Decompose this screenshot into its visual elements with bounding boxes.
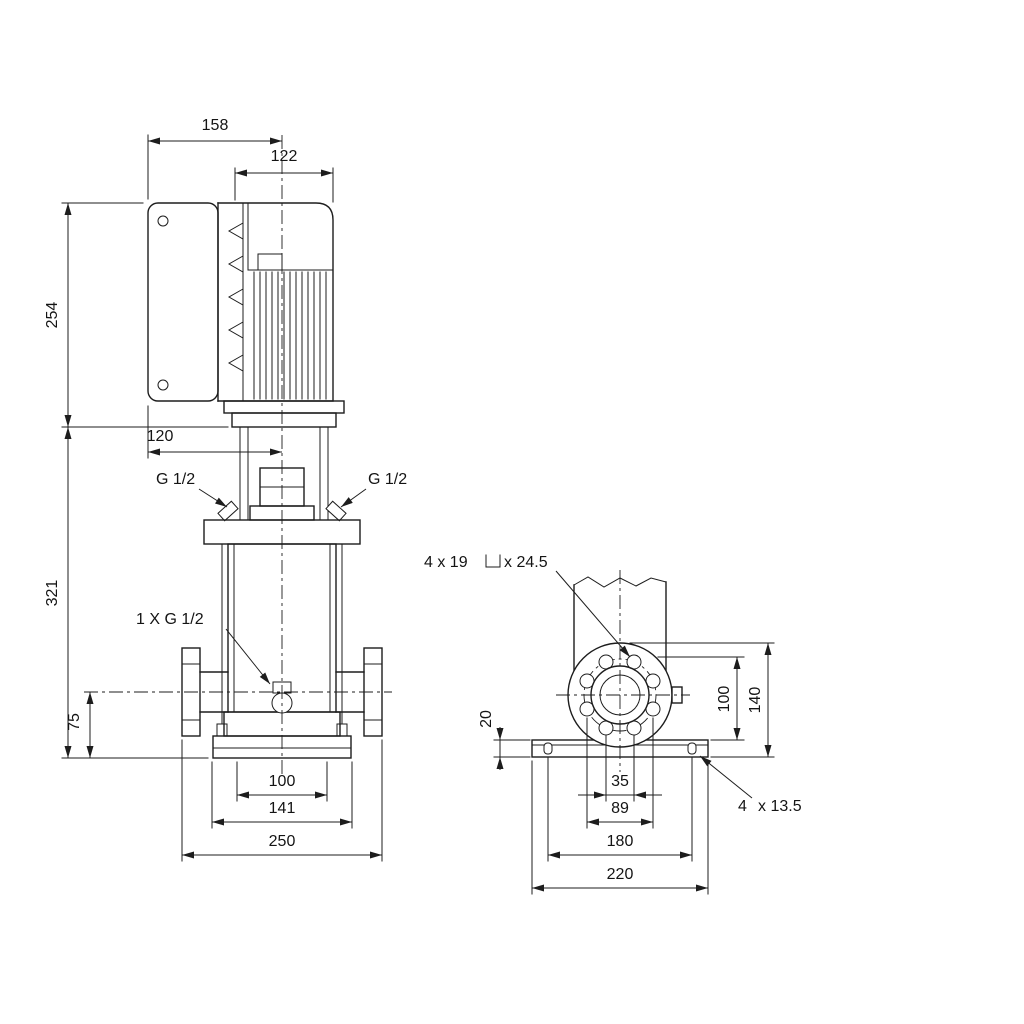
motor-body-outline: [217, 202, 334, 402]
cover-clips: [227, 222, 244, 372]
sleeve-inner-lines: [233, 543, 331, 713]
side-column: [573, 581, 667, 672]
discharge-flange-holes: [363, 663, 383, 721]
staybolts: [221, 543, 343, 737]
ext-100s: [657, 656, 745, 741]
side-dim-220: 220: [607, 866, 634, 883]
side-dim-20: 20: [478, 710, 495, 728]
ext-254: [61, 202, 229, 428]
discharge-pipe: [335, 671, 365, 713]
motor-control-box: [147, 202, 219, 402]
front-dim-75: 75: [66, 713, 83, 731]
ext-89: [586, 717, 654, 829]
front-centerlines: [84, 135, 392, 774]
side-dim-180: 180: [607, 833, 634, 850]
suction-flange: [181, 647, 201, 737]
front-view: 158 122 254 120 321 75 100: [44, 117, 407, 862]
side-dim-140: 140: [747, 687, 764, 714]
flange-holes-label-b: x 24.5: [504, 554, 548, 571]
base-holes-leader: [699, 755, 753, 799]
staybolt-nut-left: [216, 723, 228, 737]
side-dim-35: 35: [611, 773, 629, 790]
plug-left-label: G 1/2: [156, 471, 195, 488]
base-slot-right: [687, 742, 697, 755]
base-slot-left: [543, 742, 553, 755]
motor-cooling-fins: [253, 271, 327, 400]
drain-label: 1 X G 1/2: [136, 611, 204, 628]
staybolt-nut-right: [336, 723, 348, 737]
flange-holes-label-a: 4 x 19: [424, 554, 468, 571]
motor-cover-seam: [242, 202, 249, 402]
counterbore-icon: [485, 554, 501, 568]
ext-141: [211, 761, 353, 829]
base-holes-label-a: 4: [738, 798, 747, 815]
side-centerlines: [556, 570, 690, 772]
plug-right-leader: [340, 488, 367, 508]
front-dim-122: 122: [271, 148, 298, 165]
side-dim-100: 100: [716, 686, 733, 713]
side-dimensions: 20 100 140 35 89 180 220: [424, 554, 802, 895]
plug-right-label: G 1/2: [368, 471, 407, 488]
side-view: 20 100 140 35 89 180 220: [424, 554, 802, 895]
side-dim-89: 89: [611, 800, 629, 817]
plug-left-leader: [198, 488, 228, 508]
front-dim-141: 141: [269, 800, 296, 817]
ext-180: [547, 757, 693, 862]
ext-35: [605, 735, 635, 802]
front-dim-321: 321: [44, 580, 61, 607]
ext-250: [181, 739, 383, 862]
motor-flange-lower: [231, 412, 337, 428]
front-dim-250: 250: [269, 833, 296, 850]
terminal-lid: [257, 253, 283, 271]
control-box-screw-top: [157, 215, 169, 227]
front-dimensions: 158 122 254 120 321 75 100: [44, 117, 407, 862]
ext-20: [493, 739, 531, 758]
ext-220: [531, 760, 709, 895]
front-dim-100: 100: [269, 773, 296, 790]
flange-holes-leader: [555, 570, 631, 658]
suction-flange-holes: [181, 663, 201, 721]
suction-pipe: [199, 671, 229, 713]
drain-leader: [225, 628, 271, 685]
ext-140: [629, 642, 775, 758]
front-dim-158: 158: [202, 117, 229, 134]
motor-flange-upper: [223, 400, 345, 414]
vent-plug-left: [217, 500, 239, 522]
front-dim-254: 254: [44, 302, 61, 329]
control-box-screw-bottom: [157, 379, 169, 391]
base-holes-label-b: x 13.5: [758, 798, 802, 815]
motor-drawing: [147, 202, 345, 428]
lantern-columns: [239, 426, 329, 521]
front-dim-120: 120: [147, 428, 174, 445]
vent-plug-right: [325, 500, 347, 522]
